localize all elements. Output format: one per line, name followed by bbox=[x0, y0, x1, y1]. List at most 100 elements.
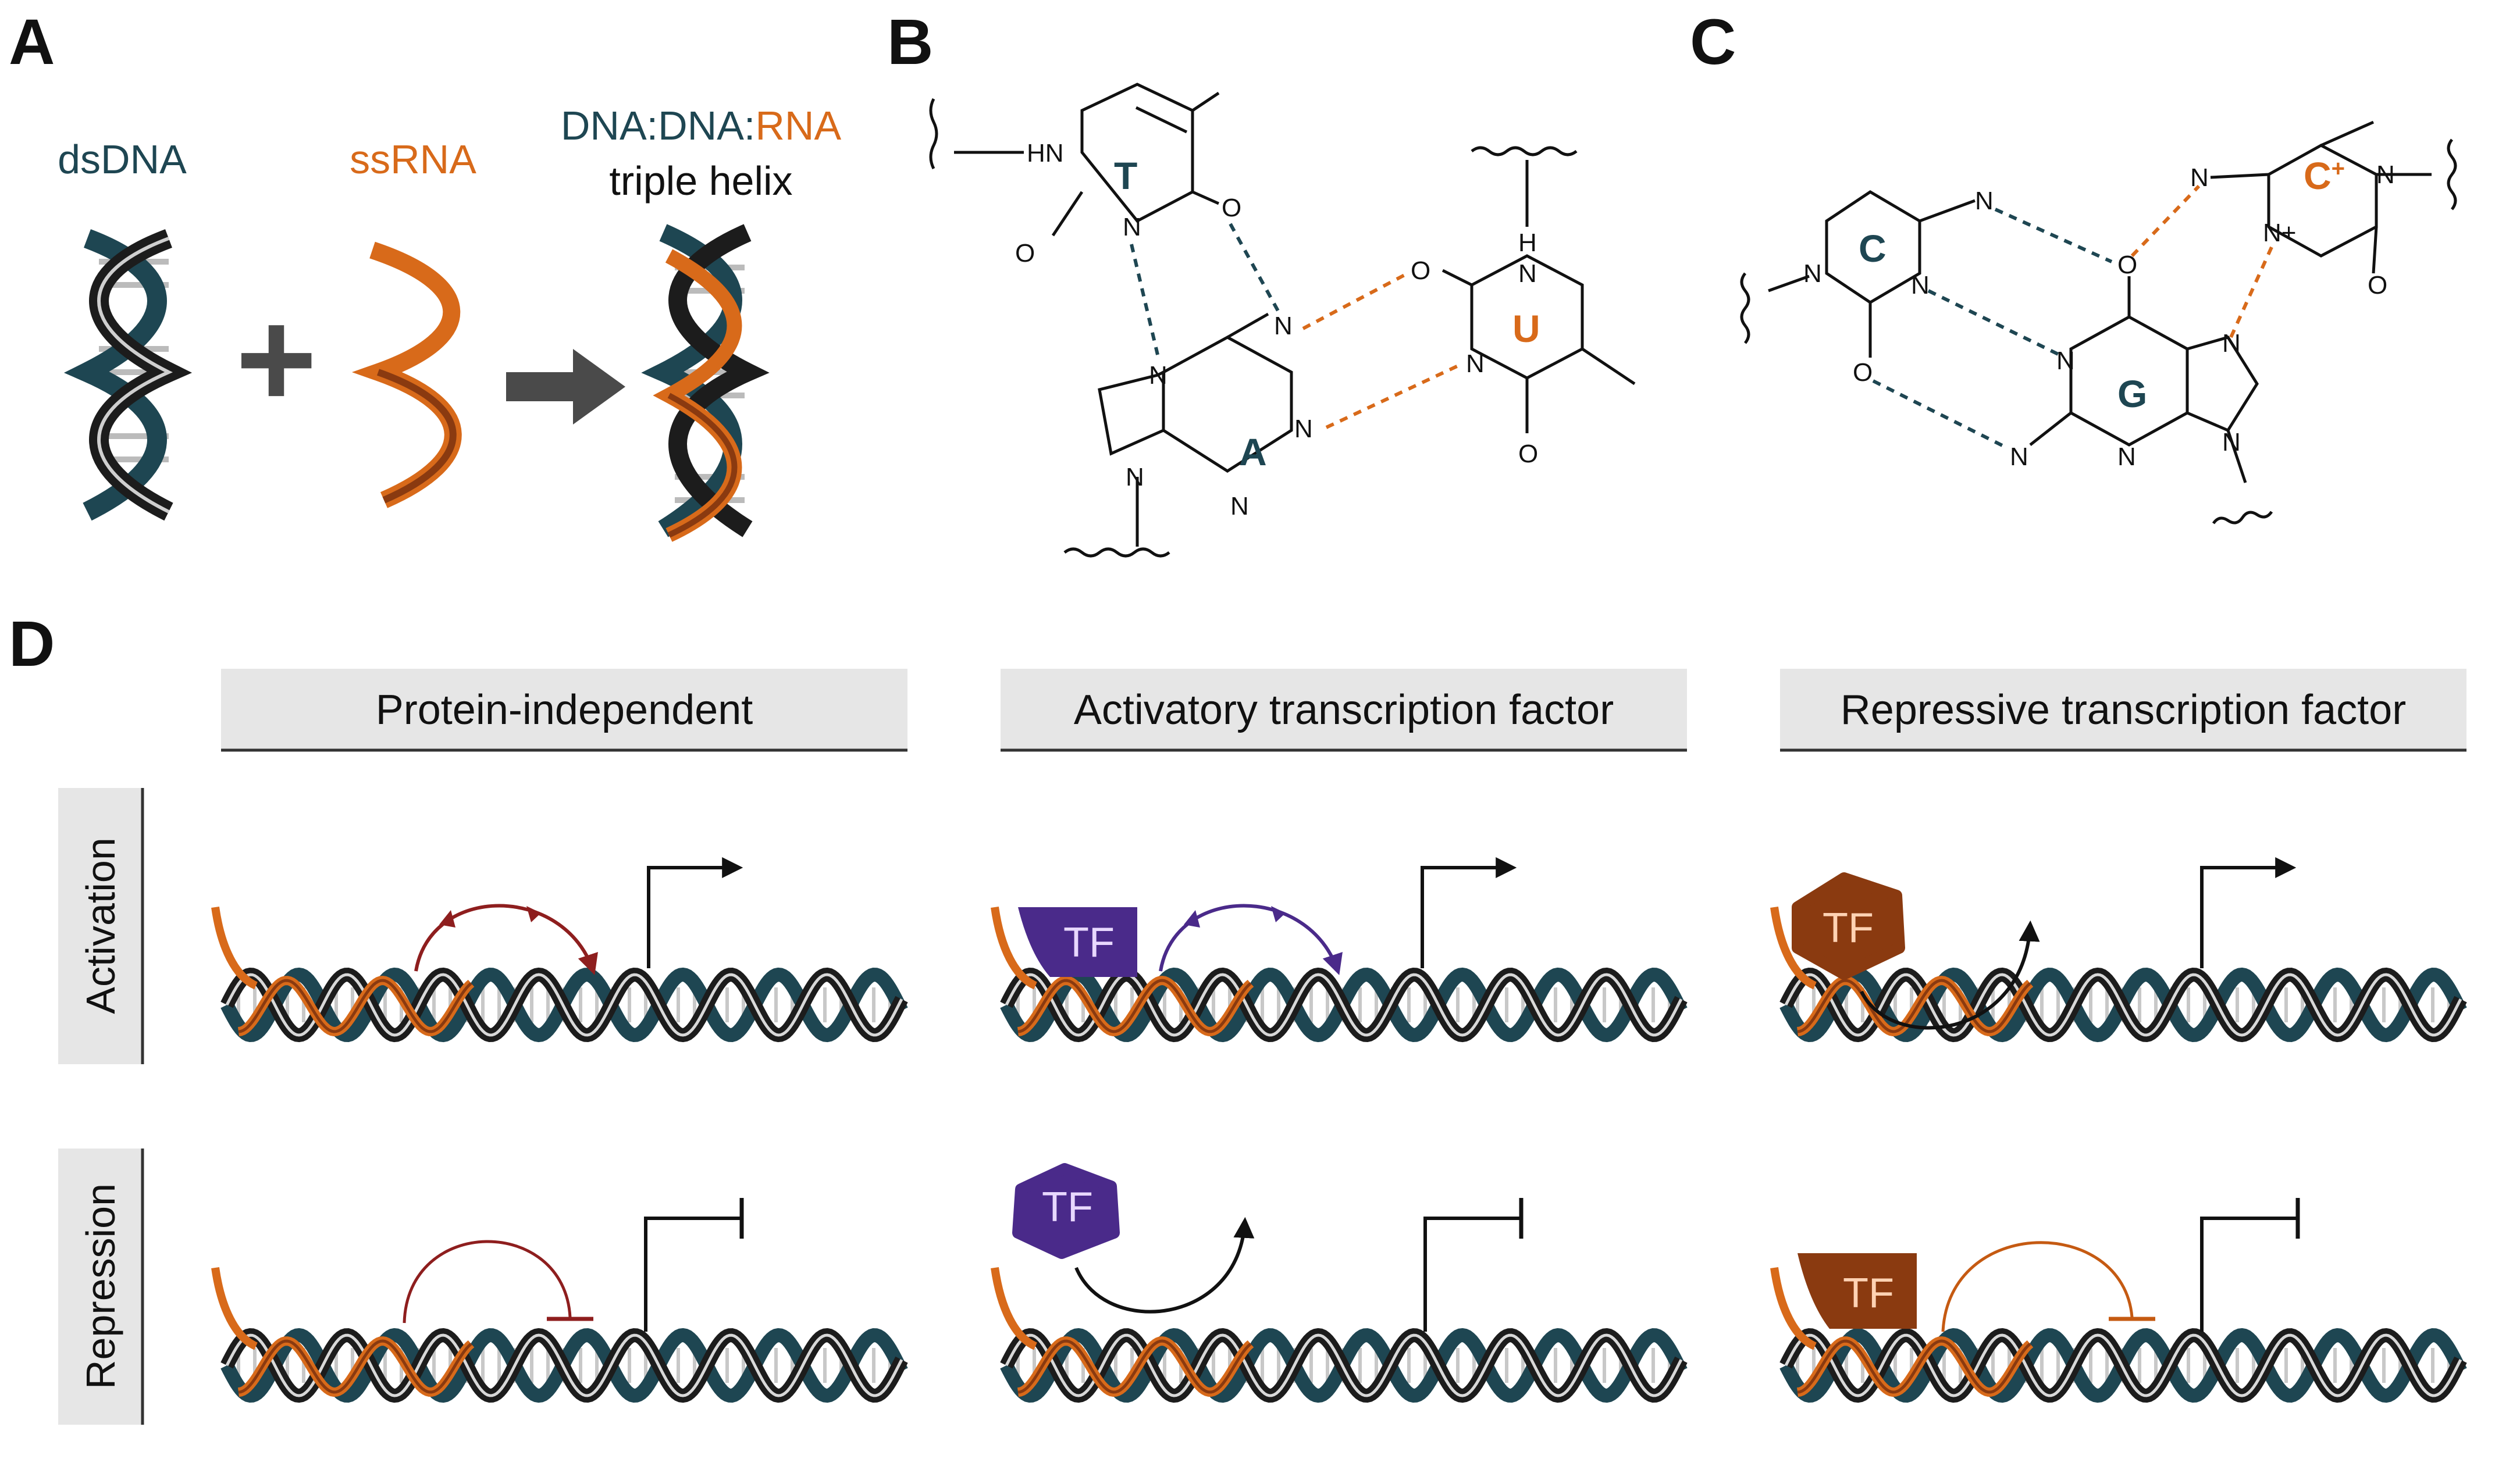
plus-sign: + bbox=[236, 281, 317, 437]
base-u-label: U bbox=[1512, 307, 1540, 350]
atom-n-plus: N+ bbox=[2263, 219, 2296, 247]
triplex-rna-strand bbox=[211, 1267, 475, 1397]
cytosine-plus-structure bbox=[2210, 120, 2457, 274]
dsdna-label: dsDNA bbox=[58, 137, 187, 182]
panel-c-hbonds bbox=[1872, 184, 2273, 450]
rtf-repression-annotations: TF bbox=[1798, 1198, 2300, 1332]
triplex-label: DNA:DNA:RNA bbox=[561, 103, 842, 148]
atom-o-u1: O bbox=[1411, 256, 1430, 285]
tss-arrow bbox=[2200, 857, 2297, 968]
adenine-structure bbox=[1063, 312, 1293, 558]
atom-n-g1: N bbox=[2056, 347, 2075, 375]
reaction-arrow bbox=[506, 349, 625, 425]
triplex-rna-strand bbox=[211, 907, 475, 1037]
base-t-label: T bbox=[1114, 154, 1137, 197]
tss-blocked bbox=[644, 1198, 744, 1332]
tss-blocked bbox=[2200, 1198, 2300, 1332]
triplex-rna-strand bbox=[991, 1267, 1254, 1397]
pi-activation-annotations bbox=[414, 857, 743, 975]
atom-n-u1: N bbox=[1518, 259, 1537, 288]
atf-repression-annotations: TF bbox=[1012, 1163, 1524, 1332]
tss-arrow bbox=[1421, 857, 1517, 968]
atom-n-a3: N bbox=[1149, 361, 1168, 390]
atom-n-g3: N bbox=[2010, 443, 2028, 471]
atf-activation-annotations: TF bbox=[1018, 857, 1517, 977]
atom-n-c1: N bbox=[1975, 187, 1994, 215]
panel-b-letter: B bbox=[887, 6, 933, 78]
triplex-label-dna2: DNA bbox=[658, 103, 744, 148]
tf-label: TF bbox=[1063, 919, 1115, 966]
atom-n-a4: N bbox=[1230, 492, 1249, 520]
atom-h-u: H bbox=[1518, 229, 1537, 257]
tf-label: TF bbox=[1843, 1270, 1894, 1317]
cytosine-structure bbox=[1740, 190, 1976, 358]
column-label: Repressive transcription factor bbox=[1841, 687, 2406, 733]
atom-n-a2: N bbox=[1294, 415, 1313, 443]
tf-label: TF bbox=[1042, 1184, 1093, 1231]
atom-o-c: O bbox=[1853, 358, 1873, 387]
base-g-label: G bbox=[2117, 372, 2147, 415]
row-label: Activation bbox=[78, 837, 123, 1014]
ssrna-label: ssRNA bbox=[350, 137, 476, 182]
atom-o-t1: O bbox=[1222, 194, 1241, 222]
tf-blob-activatory: TF bbox=[1012, 1163, 1120, 1259]
atom-o-t2: O bbox=[1015, 239, 1035, 268]
base-c-plus-letter: C bbox=[2304, 154, 2332, 197]
dsdna-helix bbox=[63, 229, 193, 521]
cell-activatory-tf-repression bbox=[991, 1267, 1688, 1403]
atom-o-u2: O bbox=[1518, 440, 1538, 468]
tf-label: TF bbox=[1823, 905, 1874, 951]
base-c-plus-label: C+ bbox=[2304, 154, 2345, 197]
base-a-label: A bbox=[1239, 430, 1267, 473]
cell-repressive-tf-activation bbox=[1770, 907, 2467, 1043]
base-c-plus-sup: + bbox=[2332, 156, 2345, 181]
base-c-label: C bbox=[1859, 227, 1887, 270]
atom-n-g2: N bbox=[2117, 443, 2136, 471]
triplex-label-colon1: : bbox=[647, 103, 658, 148]
triplex-label-colon2: : bbox=[744, 103, 755, 148]
triplex-label-rna: RNA bbox=[755, 103, 841, 148]
atom-n-cp2: N bbox=[2376, 161, 2395, 189]
pi-repression-annotations bbox=[403, 1198, 744, 1332]
cell-protein-independent-repression bbox=[211, 1267, 908, 1403]
tf-box-activatory: TF bbox=[1018, 907, 1137, 977]
triplex-helix bbox=[641, 224, 770, 542]
tss-arrow bbox=[647, 857, 743, 968]
row-header-repression: Repression bbox=[58, 1149, 144, 1425]
tf-box-repressive: TF bbox=[1798, 1253, 1917, 1329]
atom-n-t: N bbox=[1123, 213, 1141, 241]
atom-o-cp: O bbox=[2368, 271, 2387, 299]
atom-n-a5: N bbox=[1126, 463, 1144, 491]
triplex-rna-strand bbox=[1770, 907, 2034, 1037]
column-header-protein-independent: Protein-independent bbox=[221, 669, 907, 752]
atom-n-c3: N bbox=[1803, 259, 1822, 288]
panel-d-letter: D bbox=[9, 608, 55, 680]
tf-blob-repressive: TF bbox=[1792, 872, 1905, 980]
dna-double-helix bbox=[1779, 967, 2467, 1043]
tss-blocked bbox=[1423, 1198, 1524, 1332]
triplex-rna-strand bbox=[991, 907, 1254, 1037]
atom-n-g5: N bbox=[2222, 428, 2241, 456]
atom-n-a1: N bbox=[1274, 312, 1293, 340]
atom-hn: HN bbox=[1027, 139, 1064, 167]
triplex-label-dna1: DNA bbox=[561, 103, 647, 148]
column-header-repressive-tf: Repressive transcription factor bbox=[1780, 669, 2466, 752]
rtf-activation-annotations: TF bbox=[1792, 857, 2297, 1030]
panel-b-hbonds bbox=[1130, 223, 1464, 429]
cell-activatory-tf-activation bbox=[991, 907, 1688, 1043]
column-header-activatory-tf: Activatory transcription factor bbox=[1001, 669, 1687, 752]
uracil-structure bbox=[1441, 146, 1636, 433]
thymine-structure bbox=[929, 83, 1220, 237]
column-label: Protein-independent bbox=[376, 687, 753, 733]
ssrna-helix bbox=[351, 241, 462, 508]
column-label: Activatory transcription factor bbox=[1074, 687, 1614, 733]
row-header-activation: Activation bbox=[58, 788, 144, 1064]
atom-n-u2: N bbox=[1466, 349, 1485, 378]
atom-n-c2: N bbox=[1911, 271, 1930, 299]
triple-helix-label: triple helix bbox=[609, 158, 792, 204]
panel-a-letter: A bbox=[9, 6, 55, 78]
panel-c-letter: C bbox=[1690, 6, 1736, 78]
triplex-rna-strand bbox=[1770, 1267, 2034, 1397]
row-label: Repression bbox=[78, 1183, 123, 1389]
